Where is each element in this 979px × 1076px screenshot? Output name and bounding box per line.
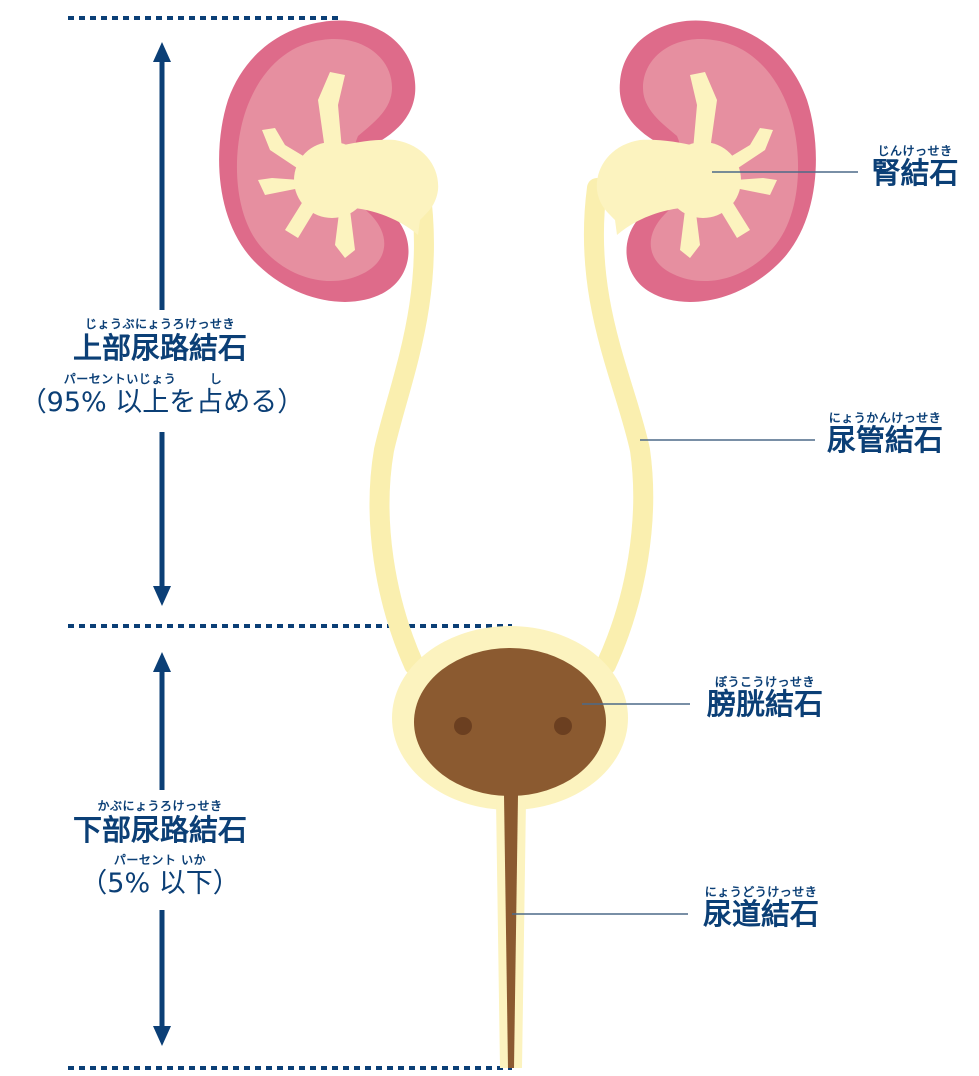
urethra: [496, 795, 526, 1068]
urethra-stone-label: 尿道結石: [686, 900, 836, 929]
upper-tract-title: 上部尿路結石: [30, 334, 290, 363]
lower-tract-ruby: かぶにょうろけっせき: [60, 800, 260, 812]
upper-tract-ruby: じょうぶにょうろけっせき: [60, 318, 260, 330]
upper-occupy-ruby: し: [196, 373, 236, 385]
lower-range-arrow: [153, 652, 171, 1046]
kidney-stone-label: 腎結石: [860, 159, 970, 188]
bladder: [392, 626, 628, 810]
upper-percent-ruby: パーセントいじょう: [40, 373, 200, 385]
ureter-stone-label: 尿管結石: [810, 426, 960, 455]
lower-percent-ruby: パーセント いか: [80, 854, 240, 866]
lower-tract-note: （5% 以下）: [60, 870, 260, 897]
upper-tract-note: （95% 以上を占める）: [2, 389, 322, 416]
bladder-stone-label: 膀胱結石: [690, 690, 840, 719]
lower-tract-title: 下部尿路結石: [30, 816, 290, 845]
